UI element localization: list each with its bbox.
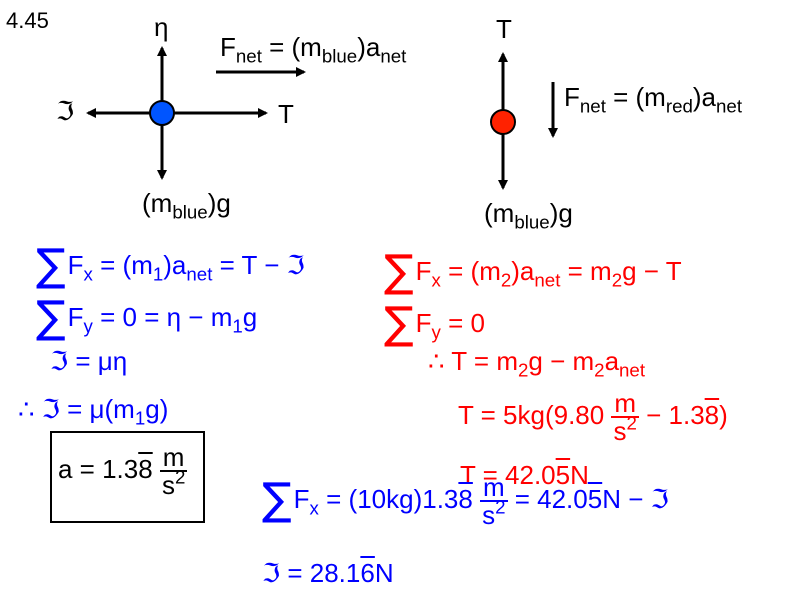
blue-eq-friction: ℑ = μη xyxy=(50,346,128,376)
friction-label: ℑ xyxy=(56,97,75,127)
red-eq-sum-fx: ∑Fx = (m2)anet = m2g − T xyxy=(384,246,682,297)
problem-number: 4.45 xyxy=(6,8,49,33)
blue-eq-friction-result: ∴ ℑ = μ(m1g) xyxy=(18,394,169,429)
blue-eq-sum-fx: ∑Fx = (m1)anet = T − ℑ xyxy=(36,240,305,291)
weight-label-blue: (mblue)g xyxy=(142,188,231,223)
red-block-dot xyxy=(490,109,516,135)
normal-label: η xyxy=(154,12,169,42)
blue-block-dot xyxy=(149,100,175,126)
red-eq-tension-result: T = 42.05N xyxy=(460,460,589,490)
red-eq-tension: ∴ T = m2g − m2anet xyxy=(428,346,646,381)
answer-box-frame xyxy=(50,431,205,523)
weight-label-red: (mblue)g xyxy=(484,198,573,233)
blue-eq-sum-fy: ∑Fy = 0 = η − m1g xyxy=(36,292,258,343)
red-eq-sum-fy: ∑Fy = 0 xyxy=(384,298,485,349)
tension-label-red: T xyxy=(496,14,512,44)
fnet-label-blue: Fnet = (mblue)anet xyxy=(220,32,407,67)
fnet-label-red: Fnet = (mred)anet xyxy=(564,82,743,117)
tension-label-blue: T xyxy=(278,99,294,129)
bottom-eq-friction-result: ℑ = 28.16N xyxy=(262,558,394,588)
